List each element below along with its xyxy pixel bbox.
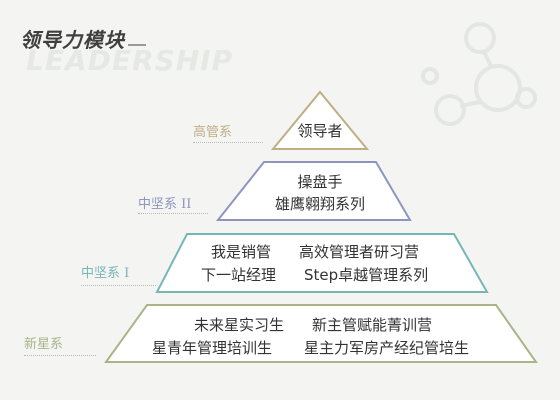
tier4-item: 未来星实习生: [194, 316, 285, 334]
tier1-leader-line: [193, 142, 263, 143]
tier3-row: 我是销管 高效管理者研习营: [211, 241, 419, 262]
tier4-shape: [104, 304, 538, 363]
tier1-shape: [270, 90, 370, 150]
molecule-decoration-icon: [421, 22, 537, 126]
tier4-item: 星青年管理培训生: [152, 339, 273, 357]
tier4-row: 星青年管理培训生 星主力军房产经纪管培生: [152, 337, 469, 358]
tier3-item: Step卓越管理系列: [304, 266, 429, 284]
tier3-shape: [155, 233, 489, 293]
tier1-label: 高管系: [193, 125, 233, 140]
tier4-row: 未来星实习生 新主管赋能菁训营: [194, 314, 432, 335]
tier3-item: 我是销管: [211, 243, 272, 261]
tier3-label: 中坚系 I: [81, 266, 130, 281]
tier3-leader-line: [81, 285, 156, 286]
tier4-label: 新星系: [24, 337, 64, 352]
tier3-item: 高效管理者研习营: [299, 243, 420, 261]
tier1-item: 领导者: [297, 122, 343, 140]
tier3-row: 下一站经理 Step卓越管理系列: [201, 264, 428, 285]
title-underline: [128, 44, 146, 46]
watermark-text: LEADERSHIP: [26, 44, 234, 77]
tier3-item: 下一站经理: [201, 266, 277, 284]
tier4-item: 星主力军房产经纪管培生: [304, 339, 470, 357]
tier2-shape: [215, 161, 412, 221]
page-title: 领导力模块: [20, 28, 125, 52]
tier2-item: 雄鹰翱翔系列: [274, 195, 365, 213]
tier4-item: 新主管赋能菁训营: [312, 316, 433, 334]
tier2-leader-line: [138, 213, 208, 214]
tier4-leader-line: [24, 355, 96, 356]
tier2-label: 中坚系 II: [138, 197, 192, 212]
tier2-item: 操盘手: [297, 173, 343, 191]
